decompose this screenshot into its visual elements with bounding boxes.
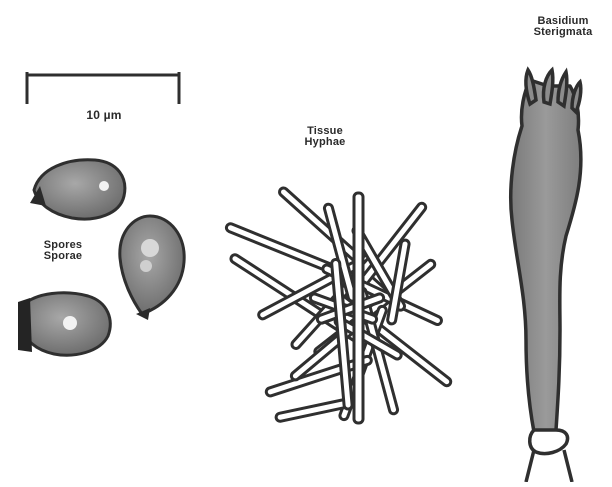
tissue-label: Tissue Hyphae — [290, 126, 360, 148]
spore-2 — [120, 216, 184, 320]
basidium-label: Basidium Sterigmata — [518, 16, 608, 38]
scale-bar — [27, 72, 179, 104]
basidium — [511, 70, 581, 482]
spores-label-line-2: Sporae — [24, 251, 102, 262]
hyphae-tissue — [225, 186, 452, 423]
spore-1 — [30, 160, 125, 219]
basidium-label-line-2: Sterigmata — [518, 27, 608, 38]
tissue-label-line-2: Hyphae — [290, 137, 360, 148]
scale-bar-label: 10 µm — [74, 110, 134, 121]
spore-3 — [18, 293, 110, 355]
spores-label: Spores Sporae — [24, 240, 102, 262]
